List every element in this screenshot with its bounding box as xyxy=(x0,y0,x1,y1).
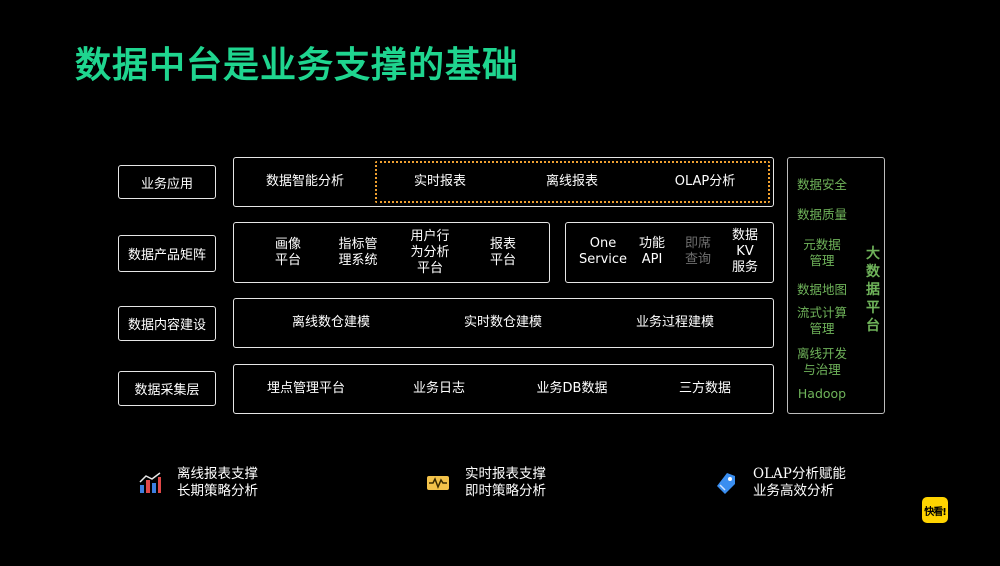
bar-chart-icon xyxy=(139,472,161,493)
side-data-quality: 数据质量 xyxy=(796,207,848,222)
bottom-olap-text: OLAP分析赋能 业务高效分析 xyxy=(753,466,846,499)
product-matrix-right xyxy=(565,222,774,283)
tag-icon xyxy=(717,473,735,494)
product-kv-service: 数据 KV 服务 xyxy=(731,228,759,275)
bottom-offline-text: 离线报表支撑 长期策略分析 xyxy=(177,466,258,499)
collect-business-db: 业务DB数据 xyxy=(536,381,608,396)
side-data-map: 数据地图 xyxy=(796,282,848,297)
bottom-olap-summary: OLAP分析赋能 业务高效分析 xyxy=(713,466,846,500)
data-collect-row xyxy=(233,364,774,414)
realtime-highlight-frame xyxy=(375,161,770,203)
side-offline-dev: 离线开发 与治理 xyxy=(796,346,848,377)
pulse-monitor-icon xyxy=(427,476,449,490)
big-data-platform-panel xyxy=(787,157,885,414)
app-item-realtime-report: 实时报表 xyxy=(413,174,467,189)
product-function-api: 功能 API xyxy=(638,236,666,267)
layer-label-data-product: 数据产品矩阵 xyxy=(118,235,216,272)
app-item-smart-analysis: 数据智能分析 xyxy=(265,174,345,189)
product-adhoc-query: 即席 查询 xyxy=(684,236,712,267)
side-data-security: 数据安全 xyxy=(796,177,848,192)
side-panel-title: 大数据平台 xyxy=(866,246,880,334)
layer-label-data-content: 数据内容建设 xyxy=(118,306,216,341)
business-app-row xyxy=(233,157,774,207)
content-offline-warehouse: 离线数仓建模 xyxy=(291,315,371,330)
collect-third-party: 三方数据 xyxy=(678,381,732,396)
side-metadata-management: 元数据 管理 xyxy=(803,237,841,268)
side-stream-computing: 流式计算 管理 xyxy=(796,305,848,336)
product-one-service: One Service xyxy=(578,236,628,267)
layer-label-business-app: 业务应用 xyxy=(118,165,216,199)
brand-logo: 快看! xyxy=(922,497,948,523)
collect-business-log: 业务日志 xyxy=(412,381,466,396)
app-item-offline-report: 离线报表 xyxy=(545,174,599,189)
product-portrait-platform: 画像 平台 xyxy=(274,237,302,268)
collect-tracking-platform: 埋点管理平台 xyxy=(266,381,346,396)
bottom-offline-summary: 离线报表支撑 长期策略分析 xyxy=(137,466,258,500)
data-content-row xyxy=(233,298,774,348)
product-matrix-left xyxy=(233,222,550,283)
content-realtime-warehouse: 实时数仓建模 xyxy=(463,315,543,330)
app-item-olap: OLAP分析 xyxy=(674,174,736,189)
product-report-platform: 报表 平台 xyxy=(489,237,517,268)
product-metric-system: 指标管 理系统 xyxy=(338,237,378,268)
content-process-modeling: 业务过程建模 xyxy=(635,315,715,330)
product-behavior-platform: 用户行 为分析 平台 xyxy=(410,229,450,276)
side-hadoop: Hadoop xyxy=(797,386,847,401)
page-title: 数据中台是业务支撑的基础 xyxy=(75,45,520,86)
layer-label-data-collect: 数据采集层 xyxy=(118,371,216,406)
bottom-realtime-text: 实时报表支撑 即时策略分析 xyxy=(465,466,546,499)
bottom-realtime-summary: 实时报表支撑 即时策略分析 xyxy=(425,466,546,500)
